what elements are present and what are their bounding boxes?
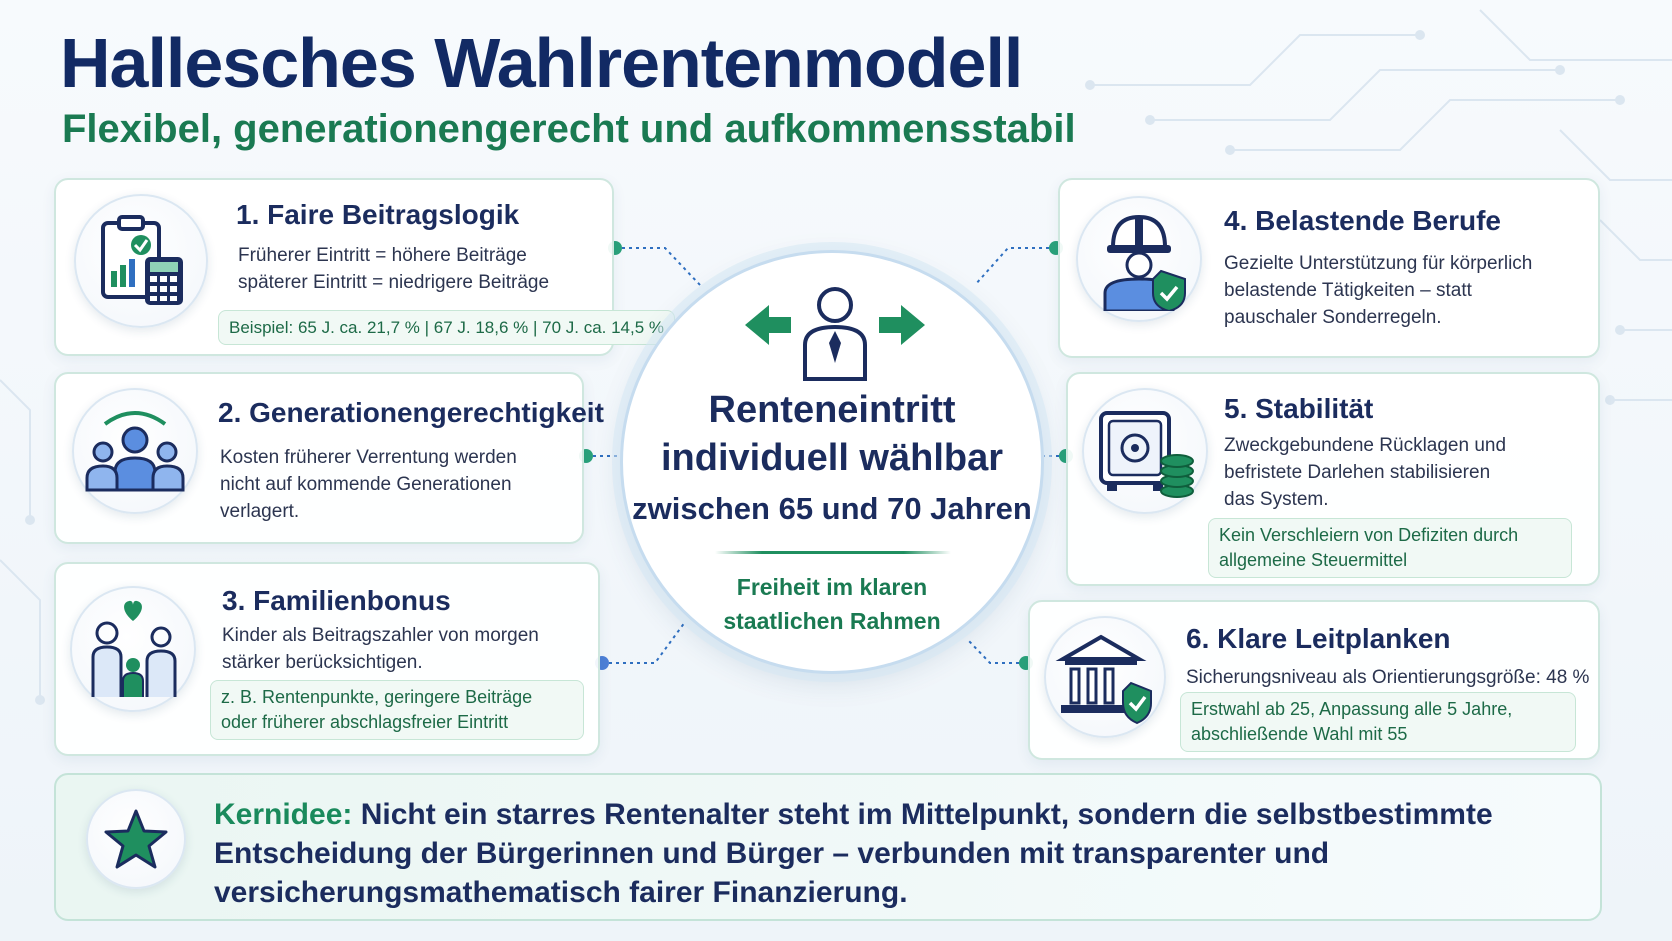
kernidee-banner: Kernidee: Nicht ein starres Rentenalter … (54, 773, 1602, 921)
star-icon (86, 789, 186, 889)
card-title: 6. Klare Leitplanken (1186, 623, 1451, 654)
card-familienbonus: 3. Familienbonus Kinder als Beitragszahl… (54, 562, 600, 756)
card-generationengerechtigkeit: 2. Generationengerechtigkeit Kosten früh… (54, 372, 604, 544)
bank-shield-icon (1044, 616, 1166, 738)
page-subtitle: Flexibel, generationengerecht und aufkom… (62, 107, 1076, 151)
center-subline1: Freiheit im klaren (736, 574, 928, 600)
center-title-line3: zwischen 65 und 70 Jahren (632, 491, 1032, 526)
card-faire-beitragslogik: 1. Faire Beitragslogik Früherer Eintritt… (54, 178, 676, 356)
card-text: Kinder als Beitragszahler von morgen stä… (222, 625, 539, 673)
people-group-icon (72, 388, 198, 514)
person-arrows-icon (745, 287, 925, 381)
clipboard-calculator-icon (74, 194, 208, 328)
card-text: Früherer Eintritt = höhere Beiträge spät… (238, 245, 550, 293)
center-title-line2: individuell wählbar (660, 437, 1004, 479)
card-title: 1. Faire Beitragslogik (236, 199, 520, 230)
card-stabilitaet: 5. Stabilität Zweckgebundene Rücklagen u… (1066, 372, 1600, 586)
safe-coins-icon (1082, 388, 1208, 514)
card-belastende-berufe: 4. Belastende Berufe Gezielte Unterstütz… (1058, 178, 1600, 358)
card-title: 3. Familienbonus (222, 585, 451, 616)
card-note: Kein Verschleiern von Defiziten durch al… (1208, 518, 1572, 578)
card-note: z. B. Rentenpunkte, geringere Beiträge o… (210, 680, 584, 740)
card-title: 4. Belastende Berufe (1224, 205, 1501, 236)
family-heart-icon (70, 586, 196, 712)
center-divider (715, 551, 951, 554)
card-text: Zweckgebundene Rücklagen und befristete … (1224, 435, 1507, 510)
card-text: Gezielte Unterstützung für körperlich be… (1224, 253, 1533, 328)
center-circle: Renteneintritt individuell wählbar zwisc… (620, 250, 1044, 674)
card-note: Erstwahl ab 25, Anpassung alle 5 Jahre, … (1180, 692, 1576, 752)
kernidee-label: Kernidee: (214, 798, 353, 831)
card-title: 2. Generationengerechtigkeit (218, 397, 604, 428)
page-title: Hallesches Wahlrentenmodell (60, 24, 1023, 102)
kernidee-text: Kernidee: Nicht ein starres Rentenalter … (214, 798, 1493, 909)
center-title-line1: Renteneintritt (708, 389, 956, 431)
card-text: Sicherungsniveau als Orientierungsgröße:… (1186, 667, 1590, 688)
card-klare-leitplanken: 6. Klare Leitplanken Sicherungsniveau al… (1028, 600, 1600, 760)
card-text: Kosten früherer Verrentung werden nicht … (220, 447, 517, 522)
center-subline2: staatlichen Rahmen (723, 608, 941, 634)
card-title: 5. Stabilität (1224, 393, 1374, 424)
construction-worker-shield-icon (1076, 196, 1202, 322)
card-note: Beispiel: 65 J. ca. 21,7 % | 67 J. 18,6 … (218, 310, 676, 345)
